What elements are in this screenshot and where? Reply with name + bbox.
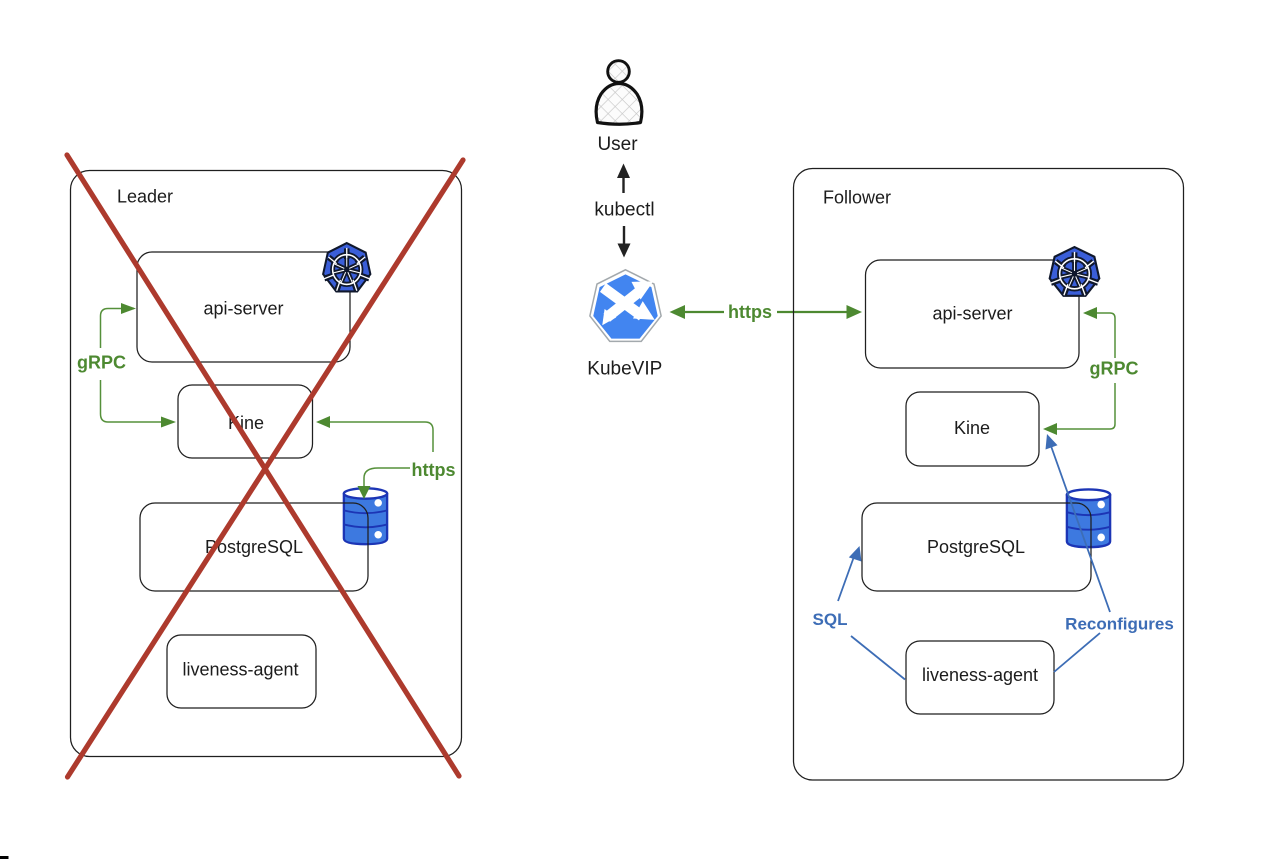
svg-text:Reconfigures: Reconfigures xyxy=(1065,615,1174,634)
svg-text:liveness-agent: liveness-agent xyxy=(182,660,298,680)
svg-text:SQL: SQL xyxy=(813,610,848,629)
svg-text:PostgreSQL: PostgreSQL xyxy=(205,537,303,557)
svg-text:https: https xyxy=(412,460,456,480)
svg-text:Follower: Follower xyxy=(823,188,891,208)
svg-text:https: https xyxy=(728,302,772,322)
svg-text:PostgreSQL: PostgreSQL xyxy=(927,537,1025,557)
svg-text:gRPC: gRPC xyxy=(1090,359,1139,379)
svg-text:kubectl: kubectl xyxy=(594,200,654,221)
svg-text:User: User xyxy=(597,134,638,155)
svg-text:api-server: api-server xyxy=(203,299,283,319)
svg-text:gRPC: gRPC xyxy=(77,353,126,373)
svg-text:liveness-agent: liveness-agent xyxy=(922,665,1038,685)
svg-text:api-server: api-server xyxy=(932,304,1012,324)
svg-text:KubeVIP: KubeVIP xyxy=(587,359,662,380)
svg-text:Leader: Leader xyxy=(117,187,173,207)
svg-text:Kine: Kine xyxy=(954,418,990,438)
